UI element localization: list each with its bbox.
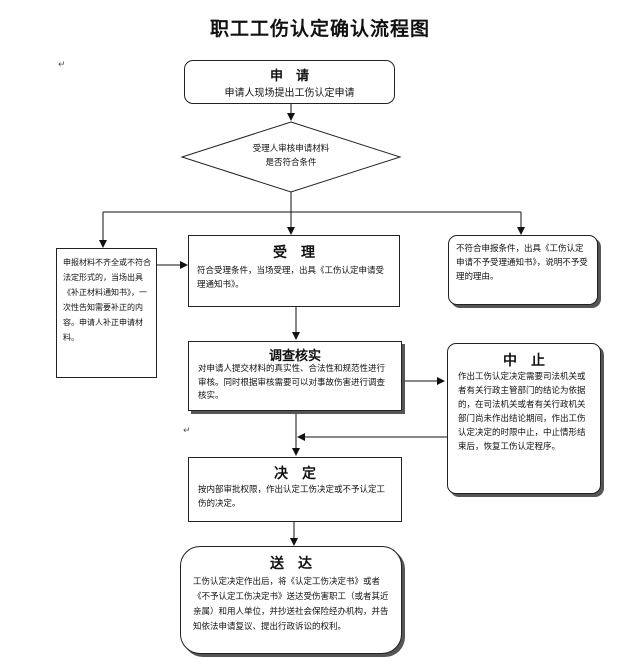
investigate-heading: 调查核实: [268, 349, 321, 364]
paragraph-mark: ↵: [183, 426, 191, 436]
investigate-text: 对申请人提交材料的真实性、合法性和规范性进行审核。同时根据审核需要可以对事故伤害…: [198, 364, 386, 401]
decide-heading: 决 定: [274, 466, 316, 482]
decide-text: 按内部审批权限，作出认定工伤决定或不予认定工伤的决定。: [198, 485, 386, 509]
supplement-text: 申报材料不齐全或不符合法定形式的，当场出具《补正材料通知书》，一次性告知需要补正…: [63, 258, 151, 342]
page-title: 职工工伤认定确认流程图: [209, 18, 430, 40]
deliver-text: 工伤认定决定作出后，将《认定工伤决定书》或者《不予认定工伤决定书》送达受伤害职工…: [193, 577, 389, 632]
decision-line2: 是否符合条件: [265, 158, 317, 168]
accept-box: 受 理 符合受理条件，当场受理，出具《工伤认定申请受理通知书》。: [188, 235, 400, 307]
reject-text: 不符合申报条件，出具《工伤认定申请不予受理通知书》，说明不予受理的理由。: [456, 244, 588, 282]
apply-text: 申请人现场提出工伤认定申请: [224, 88, 355, 99]
decision-text: 受理人审核申请材料 是否符合条件: [200, 142, 382, 170]
accept-text: 符合受理条件，当场受理，出具《工伤认定申请受理通知书》。: [197, 266, 385, 290]
apply-heading: 申 请: [269, 69, 309, 84]
paragraph-mark: ↵: [58, 60, 66, 70]
suspend-box: 中 止 作出工伤认定决定需要司法机关或者有关行政主管部门的结论为依据的，在司法机…: [447, 343, 601, 494]
decision-line1: 受理人审核申请材料: [252, 144, 330, 154]
deliver-heading: 送 达: [270, 556, 312, 572]
supplement-box: 申报材料不齐全或不符合法定形式的，当场出具《补正材料通知书》，一次性告知需要补正…: [56, 248, 157, 378]
reject-box: 不符合申报条件，出具《工伤认定申请不予受理通知书》，说明不予受理的理由。: [448, 235, 598, 305]
suspend-text: 作出工伤认定决定需要司法机关或者有关行政主管部门的结论为依据的，在司法机关或者有…: [458, 372, 586, 452]
apply-box: 申 请 申请人现场提出工伤认定申请: [184, 60, 395, 104]
accept-heading: 受 理: [273, 245, 315, 261]
suspend-heading: 中 止: [503, 353, 545, 369]
deliver-box: 送 达 工伤认定决定作出后，将《认定工伤决定书》或者《不予认定工伤决定书》送达受…: [180, 546, 402, 654]
decide-box: 决 定 按内部审批权限，作出认定工伤决定或不予认定工伤的决定。: [188, 457, 402, 522]
investigate-box: 调查核实 对申请人提交材料的真实性、合法性和规范性进行审核。同时根据审核需要可以…: [188, 341, 402, 411]
